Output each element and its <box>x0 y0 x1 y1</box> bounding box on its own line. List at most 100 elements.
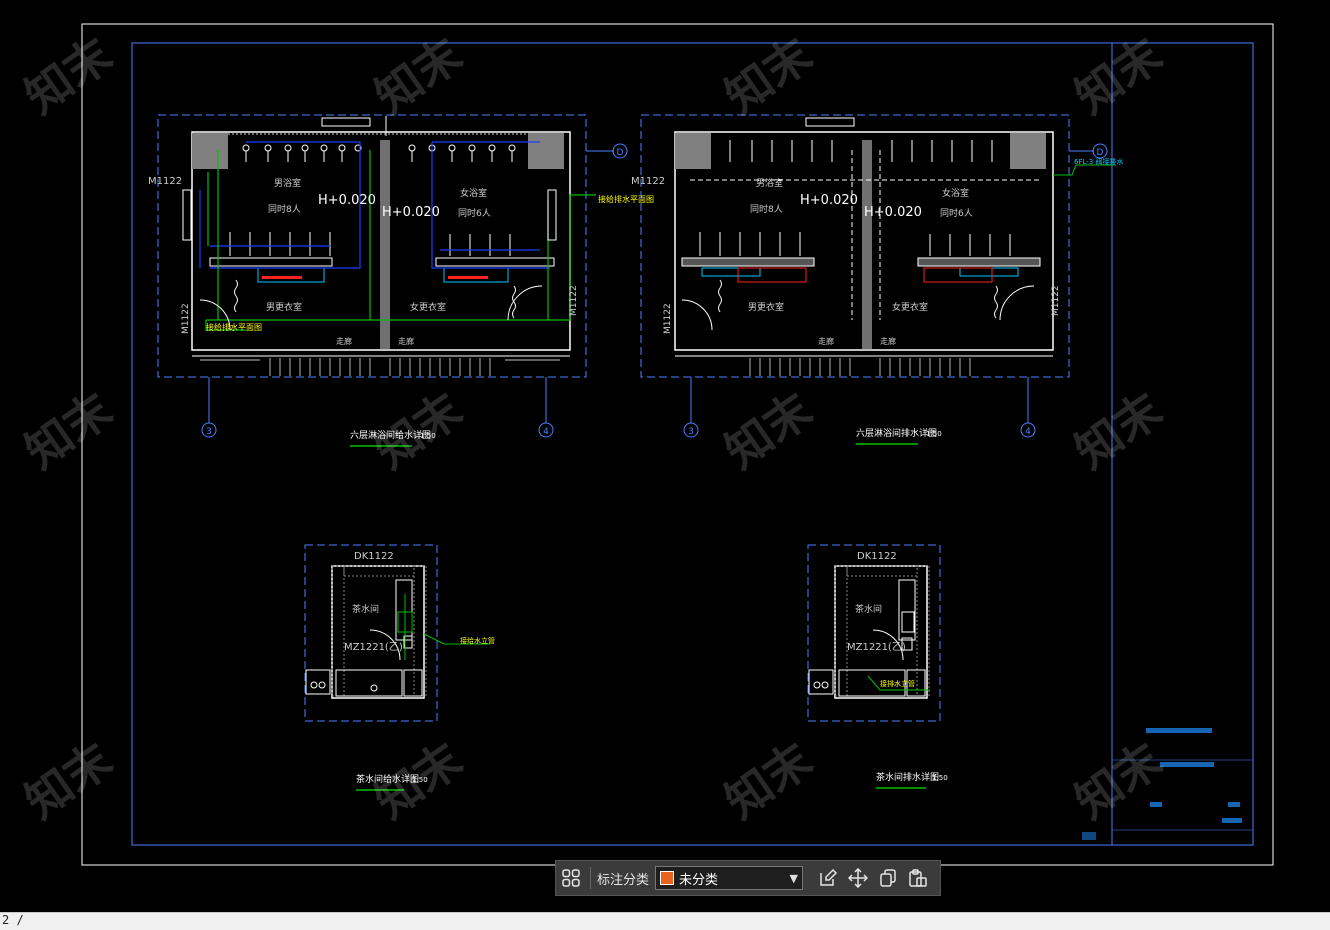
fixture-men <box>257 267 325 283</box>
bench-men <box>209 257 333 267</box>
column-right <box>1010 133 1046 169</box>
watermark-layer: 知末 知末 知末 知末 知末 知末 知末 知末 知末 知末 知末 知末 <box>15 27 1171 829</box>
plan-tea-room-drainage: DK1122 茶水间 MZ1221(乙) 接排水立管 茶水间排水详图 1:50 <box>807 544 948 789</box>
plan-scale: 1:50 <box>420 432 436 440</box>
plan-title: 六层淋浴间排水详图 <box>856 427 937 439</box>
connection-note-right: 接给排水平面图 <box>598 194 654 204</box>
room-label: 茶水间 <box>352 603 379 615</box>
watermark: 知末 <box>715 27 821 124</box>
occupancy-men: 同时8人 <box>268 203 301 215</box>
room-label-women: 女浴室 <box>460 187 487 199</box>
bench-women <box>435 257 555 267</box>
category-color-swatch <box>660 871 675 885</box>
watermark: 知末 <box>365 732 471 829</box>
column-left <box>675 133 711 169</box>
door-label: M1122 <box>631 176 665 187</box>
changing-room-women: 女更衣室 <box>410 301 446 313</box>
corridor-label-b: 走廊 <box>880 336 896 346</box>
plan-boundary <box>807 544 941 722</box>
connection-note: 接给水立管 <box>460 636 495 645</box>
room-label-men: 男浴室 <box>274 177 301 189</box>
plan-boundary <box>640 114 1070 378</box>
bench-men <box>681 257 815 267</box>
grid-icon[interactable] <box>556 863 586 893</box>
window-label: DK1122 <box>857 551 897 562</box>
axis-marker-4: 4 <box>1025 427 1031 437</box>
axis-marker-3: 3 <box>688 427 694 437</box>
connection-note: 接排水立管 <box>880 679 915 688</box>
title-block <box>1082 728 1253 840</box>
door-label-vertical-right: M1122 <box>569 285 579 316</box>
elevation-label-b: H+0.020 <box>864 205 922 220</box>
plan-title: 茶水间给水详图 <box>356 773 419 785</box>
toolbar-separator <box>590 867 591 889</box>
room-label-men: 男浴室 <box>756 177 783 189</box>
room-label: 茶水间 <box>855 603 882 615</box>
plan-boundary <box>304 544 438 722</box>
watermark: 知末 <box>715 382 821 479</box>
fixture-women <box>443 267 509 283</box>
paste-icon[interactable] <box>903 863 933 893</box>
door-label-vertical-left: M1122 <box>663 303 673 334</box>
watermark: 知末 <box>1065 382 1171 479</box>
plan-shower-water-supply: D 3 4 M1122 男浴室 同时8人 女浴室 同时6人 H+0.020 H+… <box>148 114 654 447</box>
move-icon[interactable] <box>843 863 873 893</box>
axis-marker-d: D <box>617 148 624 158</box>
column-left <box>192 133 228 169</box>
category-label: 标注分类 <box>597 872 650 888</box>
watermark: 知末 <box>15 382 121 479</box>
door-label-vertical-left: M1122 <box>181 303 191 334</box>
corridor-label-b: 走廊 <box>398 336 414 346</box>
changing-room-men: 男更衣室 <box>266 301 302 313</box>
watermark: 知末 <box>15 732 121 829</box>
watermark: 知末 <box>365 27 471 124</box>
plan-title: 六层淋浴间给水详图 <box>350 429 431 441</box>
sheet-inner-frame <box>131 42 1254 846</box>
category-dropdown[interactable]: 未分类 ▼ <box>655 866 804 890</box>
door-label-vertical-right: M1122 <box>1051 285 1061 316</box>
door-label: MZ1221(乙) <box>847 641 906 653</box>
axis-marker-4: 4 <box>543 427 549 437</box>
corridor-label-a: 走廊 <box>818 336 834 346</box>
watermark: 知末 <box>15 27 121 124</box>
occupancy-men: 同时8人 <box>750 203 783 215</box>
partition-wall <box>380 140 390 350</box>
annotation-toolbar: 标注分类 未分类 ▼ <box>555 860 941 896</box>
occupancy-women: 同时6人 <box>458 207 491 219</box>
bench-women <box>917 257 1041 267</box>
door-label: MZ1221(乙) <box>344 641 403 653</box>
plan-shower-drainage: D 6FL-3 阀接排水 3 4 M1122 男浴室 同时8人 女浴室 同时6人… <box>631 114 1123 445</box>
watermark: 知末 <box>1065 732 1171 829</box>
axis-marker-3: 3 <box>206 427 212 437</box>
door-label: M1122 <box>148 176 182 187</box>
occupancy-women: 同时6人 <box>940 207 973 219</box>
axis-marker-d: D <box>1097 148 1104 158</box>
plan-scale: 1:50 <box>932 774 948 782</box>
chevron-down-icon: ▼ <box>789 871 799 885</box>
changing-room-women: 女更衣室 <box>892 301 928 313</box>
elevation-label-a: H+0.020 <box>318 193 376 208</box>
connection-note-right: 6FL-3 阀接排水 <box>1074 157 1123 166</box>
command-line[interactable]: 2 / <box>0 912 1330 930</box>
window-label: DK1122 <box>354 551 394 562</box>
corridor-label-a: 走廊 <box>336 336 352 346</box>
elevation-label-a: H+0.020 <box>800 193 858 208</box>
copy-icon[interactable] <box>873 863 903 893</box>
changing-room-men: 男更衣室 <box>748 301 784 313</box>
category-selected-value: 未分类 <box>679 872 719 888</box>
partition-wall <box>862 140 872 350</box>
plan-title: 茶水间排水详图 <box>876 771 939 783</box>
watermark: 知末 <box>1065 27 1171 124</box>
command-line-text: 2 / <box>2 913 24 927</box>
edit-icon[interactable] <box>813 863 843 893</box>
plan-tea-room-water-supply: DK1122 茶水间 MZ1221(乙) 接给水立管 茶水间给水详图 1:50 <box>304 544 495 791</box>
watermark: 知末 <box>365 382 471 479</box>
connection-note-left: 接给排水平面图 <box>206 322 262 332</box>
room-label-women: 女浴室 <box>942 187 969 199</box>
watermark: 知末 <box>715 732 821 829</box>
plan-boundary <box>157 114 587 378</box>
column-right <box>528 133 564 169</box>
elevation-label-b: H+0.020 <box>382 205 440 220</box>
